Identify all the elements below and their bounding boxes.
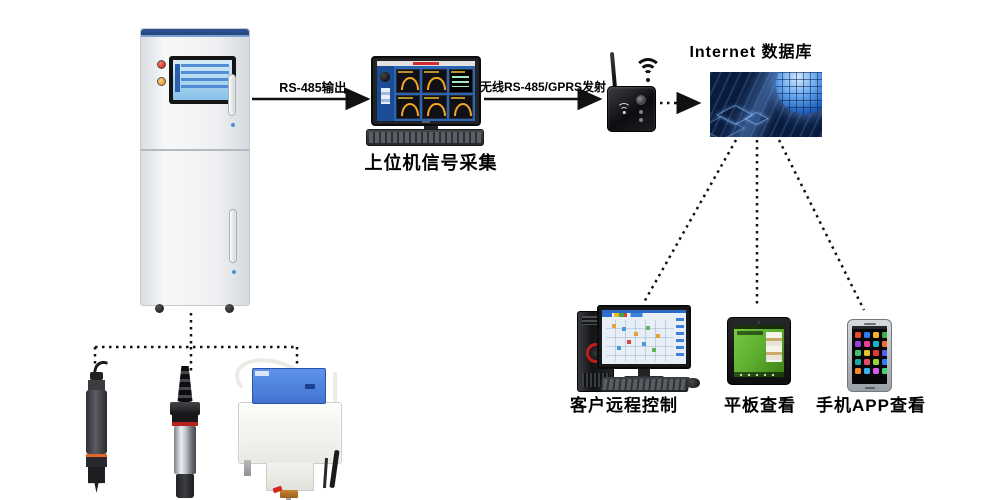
wifi-signal-icon	[632, 58, 664, 84]
client-toolbar	[602, 313, 686, 317]
ph-probe-sensor	[80, 358, 114, 496]
tablet-widget-stack	[766, 332, 782, 362]
phone-app-grid	[855, 332, 861, 338]
client-mouse	[686, 378, 700, 388]
phone-screen	[852, 326, 887, 384]
transmitter-button	[636, 95, 646, 105]
cabinet-door-divider	[141, 149, 249, 151]
edge-label-gprs: 无线RS-485/GPRS发射	[479, 80, 607, 94]
client-monitor-screen	[602, 310, 686, 364]
cabinet-top-strip	[141, 29, 249, 37]
sampler-lower-section	[266, 463, 314, 491]
probe-slotted-tip	[88, 467, 105, 493]
client-title-bar	[602, 310, 686, 313]
probe-collar	[172, 415, 198, 422]
probe-cap	[90, 372, 103, 380]
phone-caption: 手机APP查看	[816, 396, 926, 415]
sampler-tube-right	[333, 372, 337, 402]
cabinet-power-button	[157, 60, 166, 69]
gauge-panel	[448, 95, 473, 119]
gauge-panel	[422, 69, 447, 93]
probe-body	[86, 390, 107, 454]
cabinet-upper-handle	[228, 74, 236, 127]
host-monitor-screen	[377, 61, 475, 121]
gauge-panel	[422, 95, 447, 119]
probe-orange-ring	[86, 454, 107, 457]
probe-neck	[88, 380, 105, 390]
host-pc-caption: 上位机信号采集	[364, 153, 498, 173]
scada-sidebar	[377, 66, 394, 121]
cabinet-touchscreen	[169, 56, 236, 104]
remote-client-caption: 客户远程控制	[570, 396, 678, 415]
host-keyboard	[366, 129, 484, 146]
cabinet-lower-handle	[229, 209, 237, 274]
tablet-status-bar	[734, 325, 784, 329]
tablet-screen	[734, 325, 784, 377]
probe-red-ring	[172, 422, 198, 426]
tablet-search-widget	[737, 331, 763, 335]
tablet-caption: 平板查看	[724, 396, 796, 415]
tablet-device	[727, 317, 791, 385]
globe-icon	[776, 72, 822, 114]
cabinet-screen-ui	[173, 60, 232, 100]
gauge-panel	[396, 69, 421, 93]
client-flow-diagram	[606, 320, 674, 361]
probe-hex-nut	[170, 402, 200, 415]
phone-status-bar	[852, 326, 887, 329]
do-probe-sensor	[166, 366, 204, 500]
edge-internet-to-phone	[777, 139, 866, 311]
client-keyboard	[599, 377, 691, 392]
client-monitor	[597, 305, 691, 369]
sampler-body	[238, 402, 342, 464]
tablet-dock	[734, 372, 784, 377]
scada-gauge-grid	[396, 69, 473, 119]
client-diagram-nodes	[612, 324, 616, 328]
internet-db-caption: Internet 数据库	[689, 44, 813, 61]
scada-title-bar	[377, 61, 475, 66]
digital-readout-panel	[448, 69, 473, 93]
probe-collar	[86, 457, 107, 467]
wifi-glyph-icon	[616, 103, 632, 117]
sampler-cable	[322, 457, 329, 489]
transmitter-led	[639, 110, 643, 114]
cabinet-alarm-button	[157, 77, 166, 86]
internet-globe-image	[710, 72, 822, 137]
probe-chrome-body	[174, 426, 196, 474]
edge-label-rs485: RS-485输出	[279, 81, 347, 95]
gauge-panel	[396, 95, 421, 119]
sampler-fitting	[244, 460, 251, 476]
client-monitor-stand	[638, 369, 650, 377]
wireless-transmitter	[607, 86, 656, 132]
edge-internet-to-desktop	[641, 139, 738, 305]
transmitter-led	[639, 118, 643, 122]
host-monitor	[371, 56, 481, 126]
sampling-unit	[229, 349, 346, 500]
analyzer-cabinet	[140, 28, 250, 313]
sampler-drain-valve	[280, 490, 298, 500]
probe-tip	[176, 474, 194, 498]
cabinet-caster-left	[155, 304, 164, 313]
client-right-panel	[676, 318, 684, 360]
smartphone-device	[847, 319, 892, 392]
probe-strain-relief	[177, 366, 193, 402]
cabinet-caster-right	[225, 304, 234, 313]
sampler-blue-lid	[252, 368, 326, 404]
